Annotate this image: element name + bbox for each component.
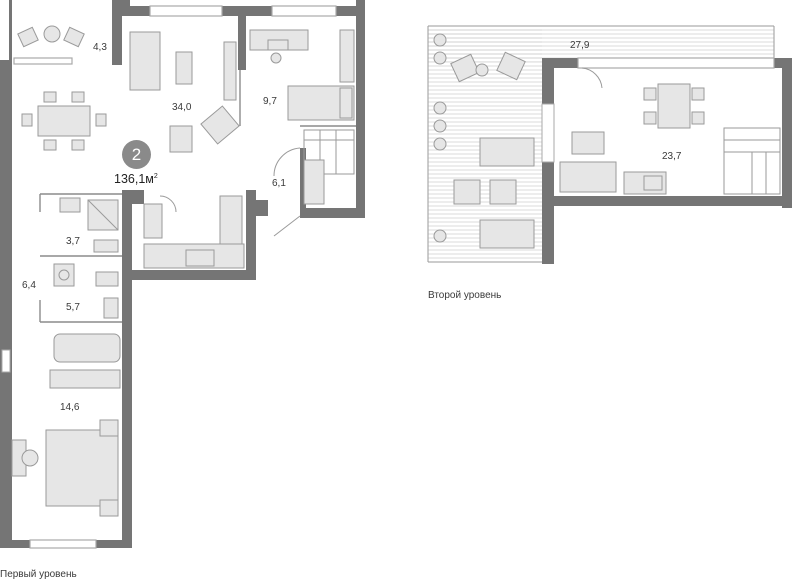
window-living [149,5,223,17]
wall-hall-west [300,148,306,218]
kitchen [143,195,245,269]
area-room: 23,7 [662,151,682,162]
area-wc: 3,7 [66,236,80,247]
wall-east-study [356,0,365,218]
rooms-count-badge: 2 [122,140,151,169]
window-balcony [13,57,73,65]
wall-south-hall [300,208,365,218]
window-corridor [1,349,11,373]
area-corridor: 6,4 [22,280,36,291]
laundry-fixtures [53,263,119,319]
wc-fixtures [59,197,119,253]
wall-hall-stub [256,200,268,216]
terrace-furniture [433,33,535,249]
second-level-caption: Второй уровень [428,290,502,301]
partitions [39,70,356,323]
dining-set [21,91,107,151]
second-level [427,25,792,264]
area-balcony: 4,3 [93,42,107,53]
wall-bath-east [122,190,144,204]
area-living: 34,0 [172,102,192,113]
window-room [577,57,775,69]
first-level-caption: Первый уровень [0,569,77,580]
area-bedroom: 14,6 [60,402,80,413]
total-area-unit: м [145,172,154,186]
door-terrace [541,103,555,163]
wall-north-balcony [112,0,122,65]
area-terrace: 27,9 [570,40,590,51]
area-laundry: 5,7 [66,302,80,313]
hall-wardrobe [303,159,325,205]
window-bedroom [29,539,97,549]
room-wall-south [542,196,792,206]
wall-kitchen-east [246,190,256,280]
doors [159,147,301,237]
study-furniture [249,29,355,121]
area-study: 9,7 [263,96,277,107]
balcony-wall [9,0,12,62]
total-area-value: 136,1 [114,172,146,186]
wall-west [0,60,12,546]
bedroom-furniture [11,419,119,517]
first-level [0,0,365,549]
terrace-deck-top [428,26,774,62]
living-furniture [129,31,240,153]
wall-east-bedroom [122,190,132,548]
stairs-second [723,127,781,195]
room-wall-east [782,58,792,208]
area-hall: 6,1 [272,178,286,189]
bath-fixtures [49,333,121,389]
room-furniture [559,83,705,195]
balcony-furniture [17,25,85,48]
wall-study-west [238,6,246,70]
total-area-unit-sup: 2 [153,172,158,180]
total-area: 136,1м2 [114,172,158,186]
wall-kitchen-south [122,270,256,280]
window-study [271,5,337,17]
